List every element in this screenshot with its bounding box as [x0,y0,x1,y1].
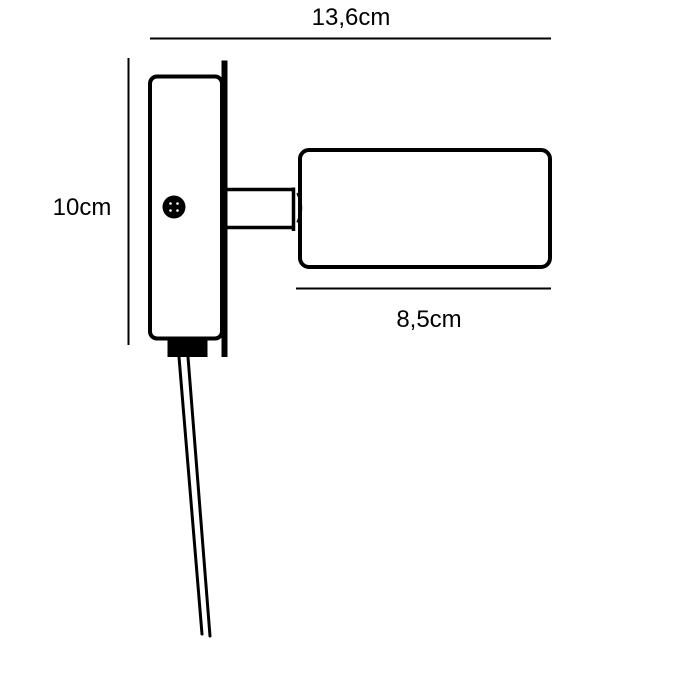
swivel-joint-arc [296,192,303,224]
lamp-head [298,148,552,269]
cable-wire-left [177,355,204,636]
knob-dot [176,209,179,212]
lamp-arm [227,187,303,231]
width-dimension: 13,6cm [150,4,551,40]
height-dimension-label: 10cm [53,194,112,221]
knob-dot [176,202,179,205]
height-dimension: 10cm [53,58,130,345]
width-dimension-label: 13,6cm [312,4,391,31]
knob-circle [162,195,186,219]
lamp-housing [148,74,224,341]
knob-dot [169,209,172,212]
adjustment-knob [162,195,186,219]
head-length-dimension: 8,5cm [296,287,551,333]
wall-mount-plate [221,60,228,357]
knob-dot [169,202,172,205]
head-length-dimension-label: 8,5cm [396,306,461,333]
cable-gland [167,339,208,357]
cable-wire-right [186,355,212,638]
power-cable [177,355,212,638]
lamp-drawing [148,60,552,638]
